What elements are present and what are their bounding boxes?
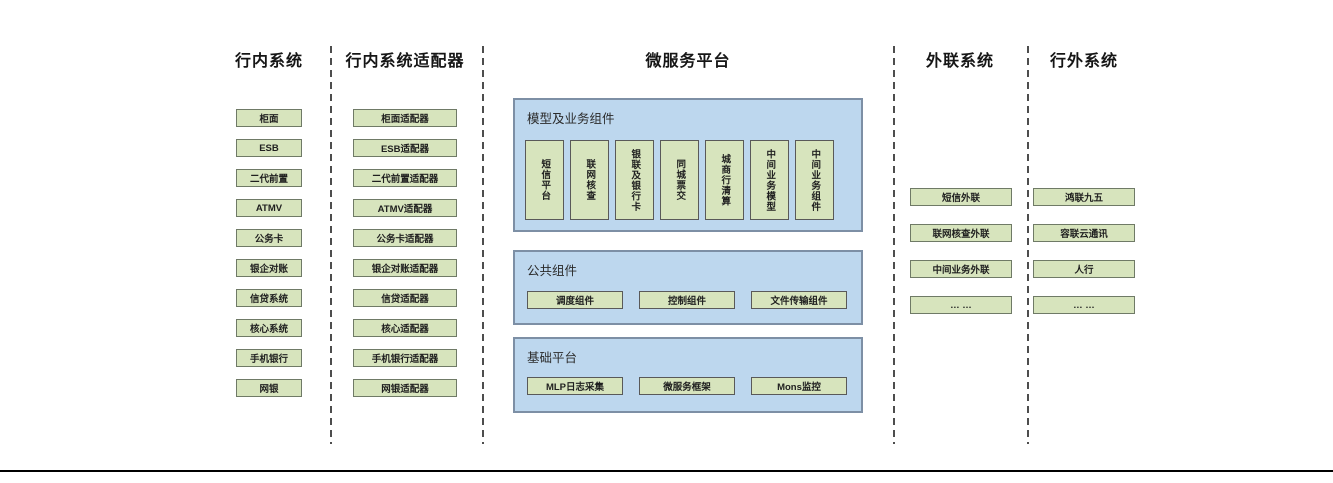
component-box: 文件传输组件 <box>751 291 847 309</box>
component-box: Mons监控 <box>751 377 847 395</box>
dashed-separator <box>1027 46 1029 444</box>
dashed-separator <box>330 46 332 444</box>
system-box: 信贷系统 <box>236 289 302 307</box>
column-title-adapters: 行内系统适配器 <box>345 53 465 70</box>
panel-label: 公共组件 <box>527 264 578 278</box>
adapter-box: 银企对账适配器 <box>353 259 457 277</box>
panel-model-business-components: 模型及业务组件 短信平台 联网核查 银联及银行卡 同城票交 城商行清算 中间业务… <box>513 98 863 232</box>
adapter-box: 手机银行适配器 <box>353 349 457 367</box>
outside-system-box: 人行 <box>1033 260 1135 278</box>
bottom-rule <box>0 470 1333 472</box>
inbank-system-list: 柜面 ESB 二代前置 ATMV 公务卡 银企对账 信贷系统 核心系统 手机银行… <box>236 109 302 397</box>
column-title-inbank: 行内系统 <box>234 53 303 70</box>
external-link-list: 短信外联 联网核查外联 中间业务外联 … … <box>910 188 1012 314</box>
adapter-box: ESB适配器 <box>353 139 457 157</box>
component-box: 城商行清算 <box>705 140 744 220</box>
system-box: 网银 <box>236 379 302 397</box>
external-link-box: 短信外联 <box>910 188 1012 206</box>
component-box: 银联及银行卡 <box>615 140 654 220</box>
component-box: MLP日志采集 <box>527 377 623 395</box>
column-title-external-link: 外联系统 <box>925 53 994 70</box>
component-box: 中间业务组件 <box>795 140 834 220</box>
outside-system-list: 鸿联九五 容联云通讯 人行 … … <box>1033 188 1135 314</box>
panel-base-platform: 基础平台 MLP日志采集 微服务框架 Mons监控 <box>513 337 863 413</box>
adapter-box: ATMV适配器 <box>353 199 457 217</box>
system-box: 柜面 <box>236 109 302 127</box>
external-link-box: … … <box>910 296 1012 314</box>
outside-system-box: … … <box>1033 296 1135 314</box>
system-box: 手机银行 <box>236 349 302 367</box>
panel-label: 基础平台 <box>527 351 578 365</box>
component-box: 调度组件 <box>527 291 623 309</box>
panel-label: 模型及业务组件 <box>527 112 615 126</box>
component-box: 中间业务模型 <box>750 140 789 220</box>
outside-system-box: 鸿联九五 <box>1033 188 1135 206</box>
external-link-box: 中间业务外联 <box>910 260 1012 278</box>
outside-system-box: 容联云通讯 <box>1033 224 1135 242</box>
adapter-box: 信贷适配器 <box>353 289 457 307</box>
adapter-box: 核心适配器 <box>353 319 457 337</box>
system-box: 银企对账 <box>236 259 302 277</box>
adapter-box: 公务卡适配器 <box>353 229 457 247</box>
column-title-outside: 行外系统 <box>1049 53 1118 70</box>
system-box: ESB <box>236 139 302 157</box>
component-box: 短信平台 <box>525 140 564 220</box>
component-box: 同城票交 <box>660 140 699 220</box>
vertical-box-row: 短信平台 联网核查 银联及银行卡 同城票交 城商行清算 中间业务模型 中间业务组… <box>525 140 834 220</box>
component-box: 联网核查 <box>570 140 609 220</box>
component-box-row: 调度组件 控制组件 文件传输组件 <box>527 291 847 309</box>
component-box-row: MLP日志采集 微服务框架 Mons监控 <box>527 377 847 395</box>
system-box: 核心系统 <box>236 319 302 337</box>
adapter-box: 网银适配器 <box>353 379 457 397</box>
system-box: ATMV <box>236 199 302 217</box>
adapter-box: 柜面适配器 <box>353 109 457 127</box>
adapter-box: 二代前置适配器 <box>353 169 457 187</box>
component-box: 控制组件 <box>639 291 735 309</box>
component-box: 微服务框架 <box>639 377 735 395</box>
system-box: 二代前置 <box>236 169 302 187</box>
system-box: 公务卡 <box>236 229 302 247</box>
external-link-box: 联网核查外联 <box>910 224 1012 242</box>
dashed-separator <box>893 46 895 444</box>
column-title-platform: 微服务平台 <box>645 53 731 70</box>
panel-common-components: 公共组件 调度组件 控制组件 文件传输组件 <box>513 250 863 325</box>
dashed-separator <box>482 46 484 444</box>
adapter-list: 柜面适配器 ESB适配器 二代前置适配器 ATMV适配器 公务卡适配器 银企对账… <box>353 109 457 397</box>
